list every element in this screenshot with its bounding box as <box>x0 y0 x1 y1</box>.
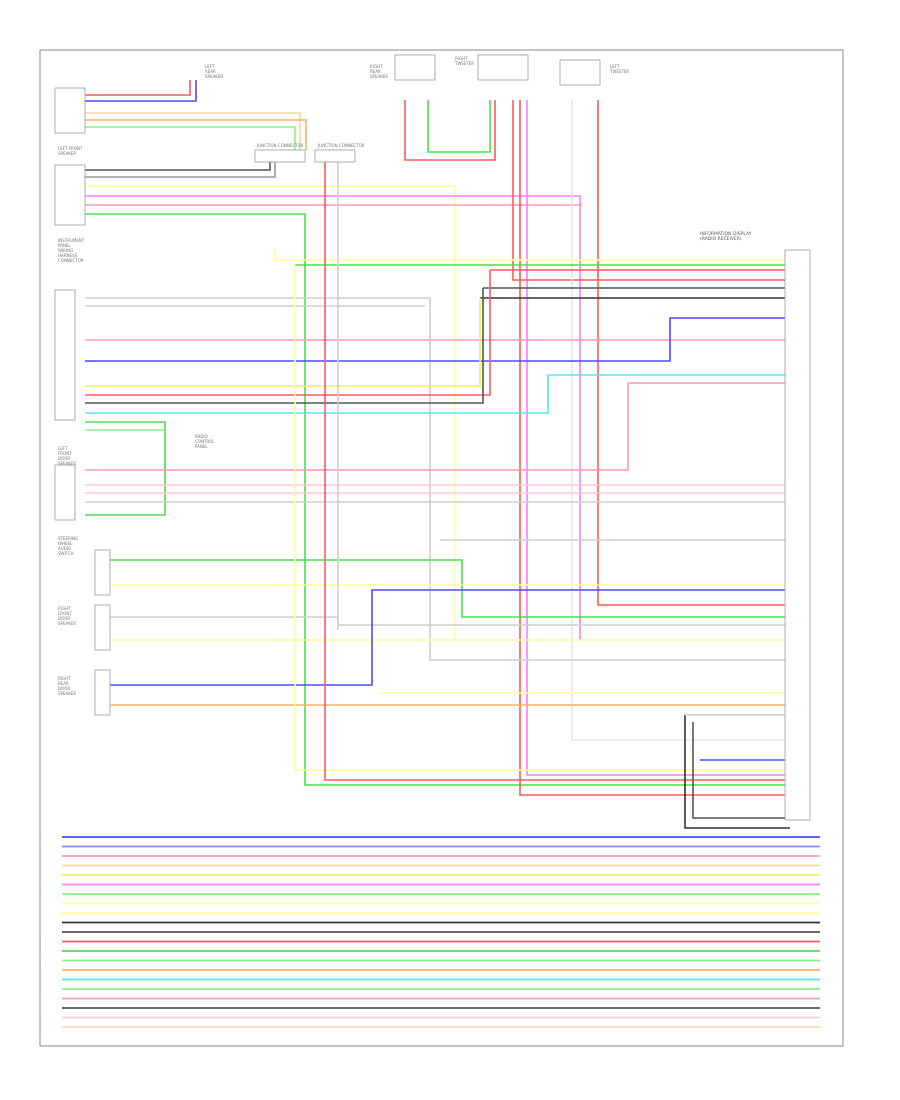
front-panel-label-line-4: SPEAKER <box>58 461 76 466</box>
wire-34 <box>85 382 790 471</box>
component-layer <box>54 54 811 821</box>
head-unit-label-line-1: INFORMATION DISPLAY <box>700 231 752 237</box>
junction-connector-1 <box>254 149 306 163</box>
wire-47 <box>324 160 790 781</box>
wire-6 <box>85 160 271 171</box>
instrument-panel-label-line-2: PANEL <box>58 243 71 248</box>
wire-13 <box>427 100 491 153</box>
junction-connector-2-label: JUNCTION CONNECTOR <box>317 143 365 148</box>
wire-14 <box>519 100 790 796</box>
left-front-speaker-connector <box>54 87 86 134</box>
wire-1 <box>85 80 191 96</box>
steering-switch-label-line-3: AUDIO <box>58 546 71 551</box>
instrument-panel-label-line-5: CONNECTOR <box>58 258 84 263</box>
left-rear-speaker-label-line-2: REAR <box>205 69 216 74</box>
left-tweeter-label-line-1: LEFT <box>610 64 620 69</box>
wire-19 <box>274 250 790 261</box>
wire-39 <box>110 559 790 618</box>
left-tweeter-connector <box>54 164 86 226</box>
wire-9 <box>85 195 581 640</box>
wire-12 <box>404 100 496 161</box>
radio-panel-connector <box>54 464 76 521</box>
steering-switch-label-line-1: STEERING <box>58 536 78 541</box>
wire-4 <box>85 119 307 150</box>
right-door-speaker-label-line-2: FRONT <box>58 611 72 616</box>
junction-connector-1-label: JUNCTION CONNECTOR <box>256 143 304 148</box>
wire-30 <box>85 288 484 404</box>
junction-connector-2 <box>314 149 356 163</box>
right-tweeter-top <box>477 54 529 81</box>
instrument-panel-connector <box>54 289 76 421</box>
right-door-speaker-label-line-4: SPEAKER <box>58 621 76 626</box>
wire-43 <box>110 589 790 686</box>
wire-27 <box>85 317 790 362</box>
wire-7 <box>85 160 276 178</box>
front-panel-label-line-1: LEFT <box>58 446 68 451</box>
wire-50 <box>692 722 790 819</box>
left-front-speaker-label-line-1: LEFT FRONT <box>58 146 83 151</box>
wire-29 <box>85 270 491 396</box>
instrument-panel-label-line-1: INSTRUMENT <box>58 238 85 243</box>
right-tweeter-label-line-2: TWEETER <box>454 61 474 66</box>
wire-layer <box>62 80 820 1028</box>
front-door-speaker-connector <box>94 604 111 651</box>
right-rear-speaker-label-line-3: SPEAKER <box>370 74 388 79</box>
left-tweeter-top <box>559 59 601 86</box>
right-rear-door-label-line-1: RIGHT <box>58 676 71 681</box>
wire-2 <box>85 80 197 102</box>
head-unit-label-line-2: (RADIO RECEIVER) <box>700 236 742 242</box>
wire-24 <box>85 297 790 661</box>
wire-15 <box>526 100 790 776</box>
left-rear-speaker-label-line-1: LEFT <box>205 64 215 69</box>
wire-3 <box>85 112 301 150</box>
instrument-panel-label-line-4: HARNESS <box>58 253 78 258</box>
wire-46 <box>294 265 790 771</box>
right-rear-speaker-top <box>394 54 436 81</box>
steering-switch-label-line-4: SWITCH <box>58 551 74 556</box>
wire-41 <box>110 616 790 626</box>
right-rear-speaker-label-line-2: REAR <box>370 69 381 74</box>
wire-31 <box>85 374 790 414</box>
left-front-speaker-label-line-2: SPEAKER <box>58 151 76 156</box>
wire-16 <box>512 100 790 281</box>
right-rear-door-connector <box>94 669 111 716</box>
radio-panel-label-line-3: PANEL <box>195 444 208 449</box>
left-tweeter-label-line-2: TWEETER <box>609 69 629 74</box>
right-rear-door-label-line-3: DOOR <box>58 686 70 691</box>
steering-switch-label-line-2: WHEEL <box>58 541 73 546</box>
steering-switch-connector <box>94 549 111 596</box>
right-door-speaker-label-line-3: DOOR <box>58 616 70 621</box>
instrument-panel-label-line-3: WIRING <box>58 248 73 253</box>
head-unit-connector <box>784 249 811 821</box>
wire-49 <box>684 715 790 829</box>
wire-5 <box>85 126 296 150</box>
front-panel-label-line-3: DOOR <box>58 456 70 461</box>
right-rear-speaker-label-line-1: RIGHT <box>370 64 383 69</box>
right-door-speaker-label-line-1: RIGHT <box>58 606 71 611</box>
left-rear-speaker-label-line-3: SPEAKER <box>205 74 223 79</box>
diagram-frame <box>39 49 844 1047</box>
wire-11 <box>85 213 790 786</box>
wire-18 <box>597 100 790 606</box>
wire-32 <box>85 421 166 516</box>
right-tweeter-label-line-1: RIGHT <box>455 56 468 61</box>
wire-28 <box>85 298 481 387</box>
right-rear-door-label-line-2: REAR <box>58 681 69 686</box>
radio-panel-label-line-2: CONTROL <box>195 439 215 444</box>
radio-panel-label-line-1: RADIO <box>195 434 208 439</box>
front-panel-label-line-2: FRONT <box>58 451 72 456</box>
right-rear-door-label-line-4: SPEAKER <box>58 691 76 696</box>
wire-8 <box>85 185 456 640</box>
label-layer: LEFTREARSPEAKERRIGHTREARSPEAKERRIGHTTWEE… <box>58 56 752 696</box>
wire-17 <box>571 100 790 741</box>
